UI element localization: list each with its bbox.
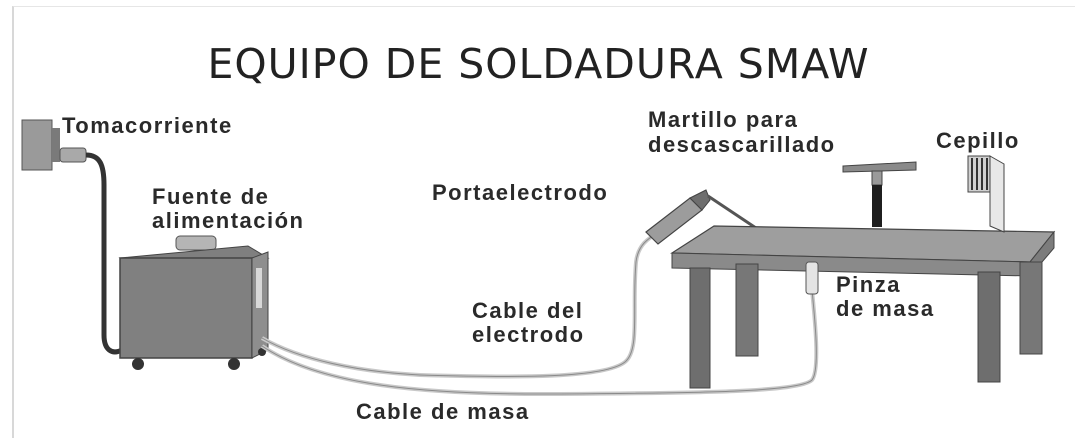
table-icon bbox=[670, 225, 1056, 389]
diagram-frame bbox=[12, 6, 1075, 438]
label-cepillo: Cepillo bbox=[936, 128, 1020, 153]
label-martillo-2: descascarillado bbox=[648, 132, 836, 157]
hammer-icon bbox=[842, 161, 917, 227]
label-cable-electrodo-1: Cable del bbox=[472, 298, 584, 323]
label-martillo-1: Martillo para bbox=[648, 107, 799, 132]
diagram-title: EQUIPO DE SOLDADURA SMAW bbox=[207, 40, 870, 88]
brush-icon bbox=[967, 155, 1005, 233]
label-fuente-2: alimentación bbox=[152, 208, 305, 233]
power-source-icon bbox=[118, 235, 270, 370]
label-pinza-2: de masa bbox=[836, 296, 935, 321]
power-cord bbox=[85, 152, 124, 355]
label-pinza-1: Pinza bbox=[836, 272, 901, 297]
label-tomacorriente: Tomacorriente bbox=[62, 113, 233, 138]
label-cable-masa: Cable de masa bbox=[356, 399, 530, 424]
label-cable-electrodo-2: electrodo bbox=[472, 322, 585, 347]
label-portaelectrodo: Portaelectrodo bbox=[432, 180, 609, 205]
outlet-icon bbox=[21, 119, 87, 171]
label-fuente-1: Fuente de bbox=[152, 184, 270, 209]
ground-clamp-icon bbox=[805, 261, 819, 295]
electrode-cable bbox=[260, 230, 661, 379]
